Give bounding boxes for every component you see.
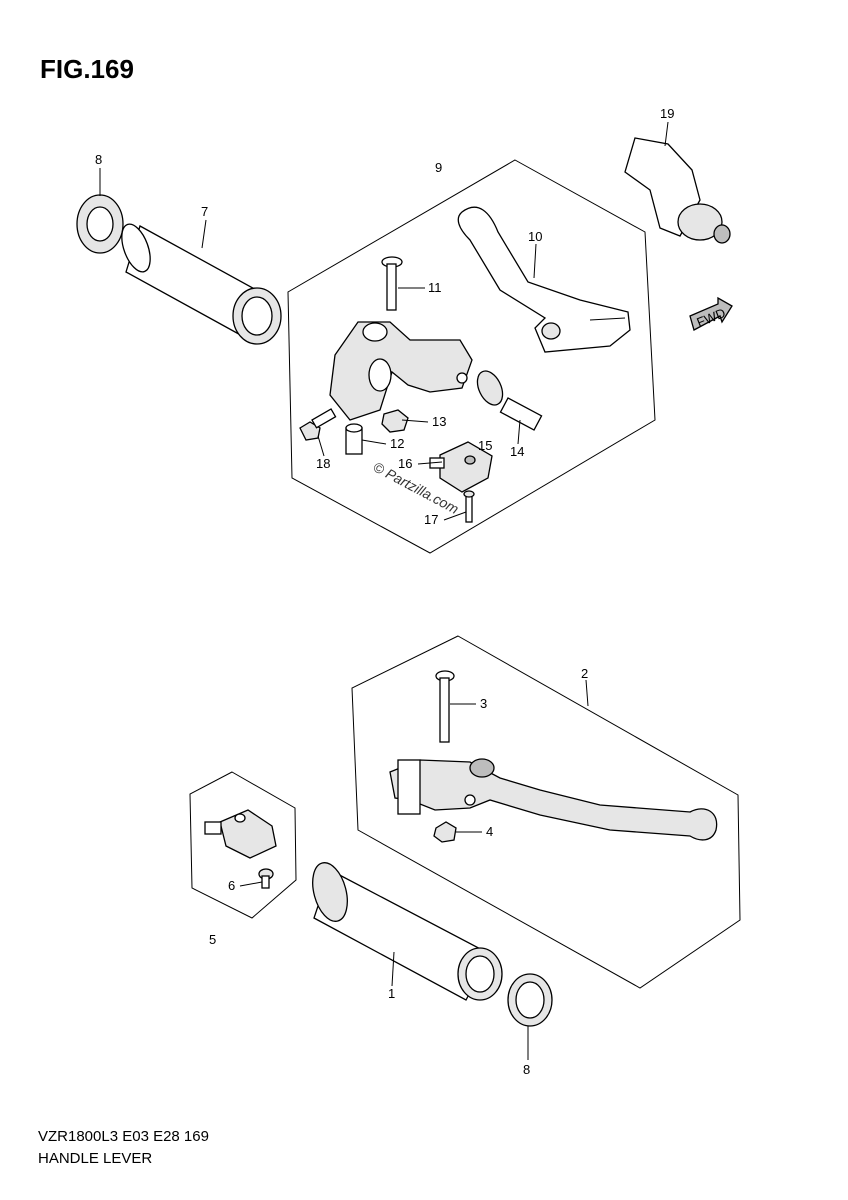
- part-7-grip: [121, 223, 282, 345]
- part-4-nut: [433, 821, 457, 843]
- part-13-nut: [381, 409, 409, 433]
- part-11-pivot-pin: [381, 256, 403, 311]
- part-2-brake-lever: [389, 758, 718, 841]
- leader-lines: [99, 121, 669, 1060]
- callout-17: 17: [424, 512, 438, 527]
- part-14-adjuster: [476, 370, 543, 431]
- figure-description: HANDLE LEVER: [38, 1150, 153, 1167]
- callout-11: 11: [428, 280, 442, 295]
- callout-19: 19: [660, 106, 674, 121]
- group-box-5: [189, 771, 297, 919]
- part-9-lever-holder: [329, 321, 473, 421]
- fwd-arrow: FWD: [689, 296, 733, 331]
- callout-6: 6: [228, 878, 235, 893]
- callout-2: 2: [581, 666, 588, 681]
- part-19-lever-guard: [624, 137, 731, 244]
- callout-14: 14: [510, 444, 524, 459]
- callout-16: 16: [398, 456, 412, 471]
- part-1-throttle-grip: [312, 862, 503, 1001]
- callout-3: 3: [480, 696, 487, 711]
- callout-5: 5: [209, 932, 216, 947]
- callout-8-top: 8: [95, 152, 102, 167]
- callout-10: 10: [528, 229, 542, 244]
- callout-7: 7: [201, 204, 208, 219]
- part-18-bolt: [299, 408, 337, 441]
- part-8-cap-top: [76, 194, 124, 254]
- callout-9: 9: [435, 160, 442, 175]
- group-box-9: [287, 159, 656, 554]
- part-3-pivot-bolt: [435, 670, 455, 743]
- part-5-brake-switch: [204, 809, 277, 859]
- part-17-screw: [463, 490, 475, 523]
- callout-12: 12: [390, 436, 404, 451]
- part-12-collar: [345, 423, 363, 455]
- callout-18: 18: [316, 456, 330, 471]
- group-box-2: [351, 635, 741, 989]
- callout-8-bottom: 8: [523, 1062, 530, 1077]
- part-15-clutch-switch: [429, 441, 493, 493]
- callout-1: 1: [388, 986, 395, 1001]
- callout-13: 13: [432, 414, 446, 429]
- fwd-label: FWD: [694, 305, 727, 330]
- callout-15: 15: [478, 438, 492, 453]
- callout-4: 4: [486, 824, 493, 839]
- part-6-screw: [258, 868, 274, 889]
- figure-title: FIG.169: [40, 54, 134, 84]
- model-code: VZR1800L3 E03 E28 169: [38, 1128, 209, 1145]
- part-10-clutch-lever: [457, 206, 631, 353]
- part-8-cap-bottom: [507, 973, 553, 1027]
